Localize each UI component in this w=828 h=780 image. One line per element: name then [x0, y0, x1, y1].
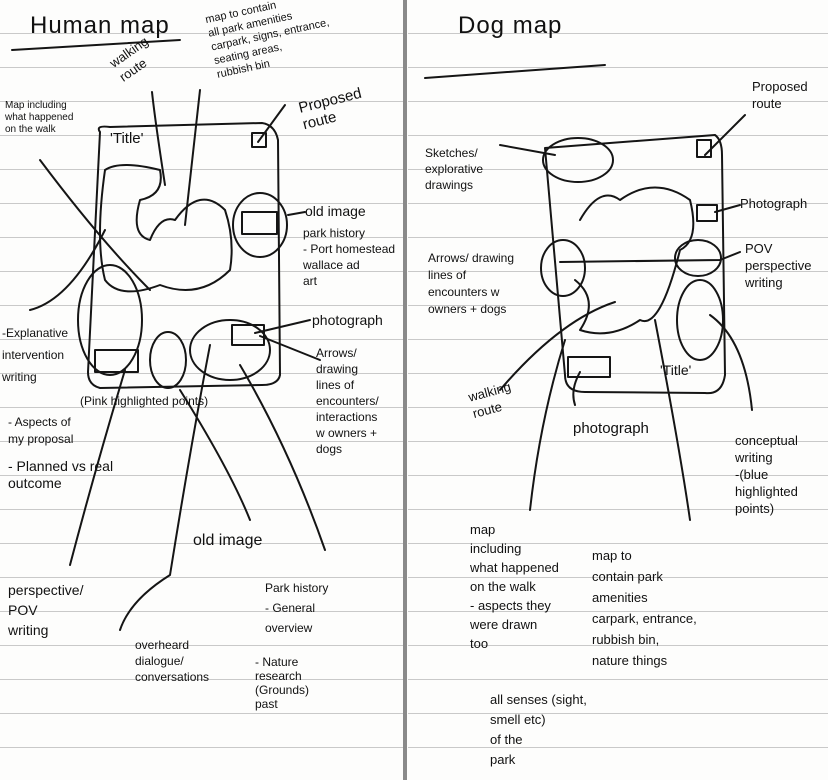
human-pink-points-label: (Pink highlighted points)	[80, 394, 209, 408]
dog-sketches-label: Sketches/ explorative drawings	[425, 146, 484, 192]
dog-proposed-route-label: Proposed route	[752, 79, 808, 111]
dog-senses-label: all senses (sight, smell etc) of the par…	[490, 692, 587, 767]
dog-pov-circle	[674, 239, 722, 277]
human-map-including-label: Map including what happened on the walk	[5, 100, 74, 135]
human-pov-circle	[77, 264, 143, 376]
dog-arrows-label: Arrows/ drawing lines of encounters w ow…	[428, 251, 515, 316]
human-map-frame	[87, 122, 281, 389]
dog-map-blob	[574, 186, 695, 335]
human-arrows	[29, 89, 326, 631]
dog-map-frame	[544, 134, 726, 395]
human-heading-underline	[11, 39, 181, 51]
dog-proposed-route-box	[696, 139, 712, 158]
dog-conceptual-circle	[676, 279, 724, 361]
human-overheard-circle	[189, 319, 271, 381]
dog-photograph-top-label: Photograph	[740, 196, 808, 211]
human-planned-label: - Planned vs real outcome	[8, 458, 114, 491]
human-arrows-label: Arrows/ drawing lines of encounters/ int…	[316, 346, 379, 456]
human-old-image-circle	[232, 192, 288, 258]
dog-sketch-oval	[542, 137, 614, 183]
human-map-heading: Human map	[30, 12, 170, 39]
human-title-placeholder: 'Title'	[110, 130, 144, 147]
human-map-blob	[99, 164, 233, 293]
dog-pov-label: POV perspective writing	[745, 241, 812, 290]
dog-photograph-box-top	[696, 204, 718, 222]
human-photograph-label: photograph	[312, 312, 383, 328]
dog-arrows	[499, 114, 753, 521]
human-aspects-label: - Aspects of my proposal	[8, 415, 74, 446]
dog-title-placeholder: 'Title'	[660, 362, 692, 378]
human-proposed-route-box	[251, 132, 267, 148]
human-explanative-label: -Explanative intervention writing	[2, 326, 69, 384]
human-photograph-box	[231, 324, 265, 346]
dog-arrows-circle	[540, 239, 586, 297]
human-perspective-label: perspective/ POV writing	[8, 582, 84, 638]
dog-heading-underline	[424, 64, 606, 79]
human-park-history-label: park history - Port homestead wallace ad…	[303, 226, 396, 288]
dog-amenities-label: map to contain park amenities carpark, e…	[592, 548, 697, 668]
dog-map-heading: Dog map	[458, 12, 563, 39]
page-divider	[403, 0, 407, 780]
human-small-circle	[149, 331, 187, 389]
human-nature-label: - Nature research (Grounds) past	[255, 655, 310, 711]
human-overheard-label: overheard dialogue/ conversations	[135, 638, 210, 684]
human-park-history-bottom-label: Park history - General overview	[265, 581, 329, 635]
human-old-image-label: old image	[305, 203, 366, 219]
dog-map-including-label: map including what happened on the walk …	[470, 522, 559, 651]
human-old-image-bottom-label: old image	[193, 532, 263, 549]
dog-photograph-bottom-label: photograph	[573, 420, 649, 437]
right-notebook-page	[408, 0, 828, 780]
dog-conceptual-label: conceptual writing -(blue highlighted po…	[735, 433, 798, 516]
human-old-image-box	[241, 211, 278, 235]
human-writing-box	[94, 349, 139, 373]
dog-photograph-box-bottom	[567, 356, 611, 378]
